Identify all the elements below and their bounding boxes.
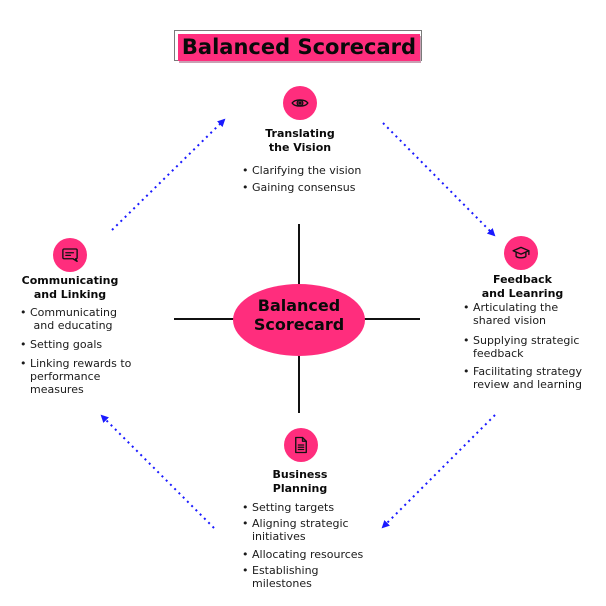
chat-icon xyxy=(53,238,87,272)
section-title-line: and Linking xyxy=(33,287,107,301)
arrow-right-to-bottom xyxy=(381,414,496,529)
center-label-line2: Scorecard xyxy=(253,315,345,334)
list-item-line: Setting targets xyxy=(252,501,335,514)
section-title-line: the Vision xyxy=(268,140,332,154)
page-title: Balanced Scorecard xyxy=(178,34,420,61)
list-item: Communicating and educating xyxy=(20,306,150,332)
list-item-line: performance xyxy=(30,370,101,383)
section-title-line: Communicating xyxy=(21,274,119,287)
list-item-line: Facilitating strategy xyxy=(473,365,583,378)
list-item-line: Aligning strategic xyxy=(252,517,349,530)
bullet-list-bottom: Setting targets Aligning strategic initi… xyxy=(242,501,392,590)
list-item-line: Articulating the xyxy=(473,301,559,314)
list-item-line: Communicating xyxy=(30,306,117,319)
list-item-line: and educating xyxy=(30,319,113,332)
list-item: Aligning strategic initiatives xyxy=(242,517,392,543)
list-item: Supplying strategic feedback xyxy=(463,334,605,360)
section-title-line: Feedback xyxy=(493,273,552,286)
list-item-line: Supplying strategic xyxy=(473,334,580,347)
arrow-left-to-top xyxy=(111,118,226,231)
list-item-line: initiatives xyxy=(252,530,306,543)
list-item: Articulating the shared vision xyxy=(463,301,605,327)
list-item: Setting targets xyxy=(242,501,392,514)
title-box: Balanced Scorecard xyxy=(174,30,422,61)
arrow-bottom-to-left xyxy=(100,414,215,529)
list-item: Gaining consensus xyxy=(242,181,392,194)
section-title-left: Communicating and Linking xyxy=(10,274,130,301)
list-item-line: review and learning xyxy=(473,378,582,391)
center-label: Balanced Scorecard xyxy=(233,296,365,334)
list-item-line: shared vision xyxy=(473,314,547,327)
list-item: Facilitating strategy review and learnin… xyxy=(463,365,605,391)
bullet-list-left: Communicating and educating Setting goal… xyxy=(20,306,150,396)
section-title-top: Translating the Vision xyxy=(230,127,370,154)
section-title-line: Business xyxy=(272,468,328,481)
list-item: Linking rewards to performance measures xyxy=(20,357,150,396)
eye-icon xyxy=(283,86,317,120)
document-icon xyxy=(284,428,318,462)
section-title-bottom: Business Planning xyxy=(240,468,360,495)
section-title-right: Feedback and Leanring xyxy=(460,273,585,300)
arrow-top-to-right xyxy=(382,122,496,237)
list-item-line: feedback xyxy=(473,347,524,360)
list-item: Allocating resources xyxy=(242,548,392,561)
list-item-line: Setting goals xyxy=(30,338,103,351)
center-label-line1: Balanced xyxy=(257,296,341,315)
list-item-line: milestones xyxy=(252,577,312,590)
list-item: Setting goals xyxy=(20,338,150,351)
section-title-line: and Leanring xyxy=(481,286,564,300)
bullet-list-right: Articulating the shared vision Supplying… xyxy=(463,301,605,391)
list-item-line: measures xyxy=(30,383,84,396)
graduation-cap-icon xyxy=(504,236,538,270)
bullet-list-top: Clarifying the vision Gaining consensus xyxy=(242,164,392,194)
list-item-line: Linking rewards to xyxy=(30,357,132,370)
section-title-line: Planning xyxy=(272,481,328,495)
list-item-line: Establishing xyxy=(252,564,319,577)
list-item: Establishing milestones xyxy=(242,564,392,590)
list-item: Clarifying the vision xyxy=(242,164,392,177)
list-item-line: Allocating resources xyxy=(252,548,364,561)
section-title-line: Translating xyxy=(265,127,335,140)
center-ellipse xyxy=(233,284,365,356)
